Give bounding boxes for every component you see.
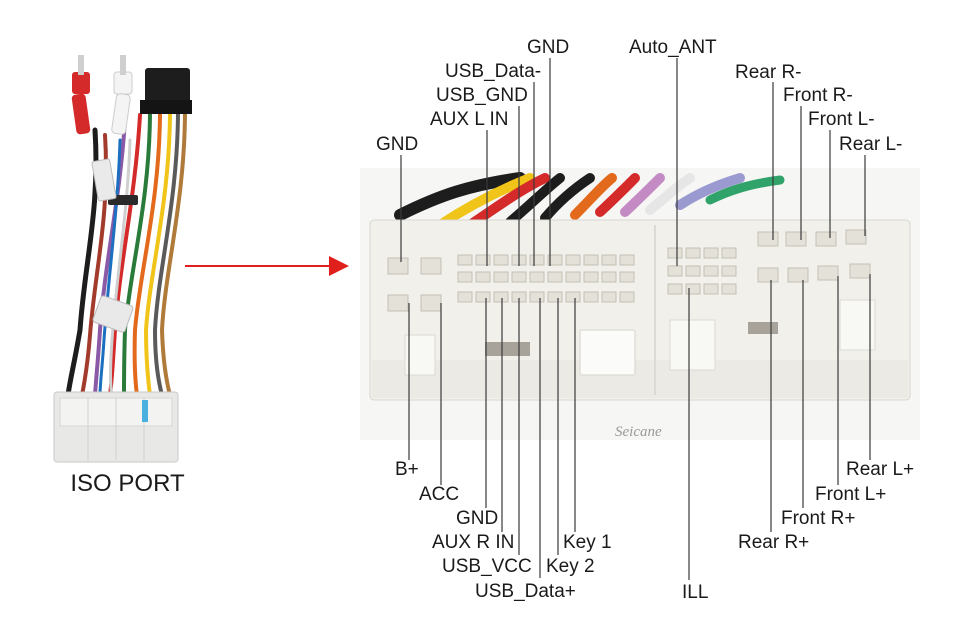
label-ill: ILL xyxy=(682,582,709,603)
iso-port-caption: ISO PORT xyxy=(70,470,185,497)
rca-plug-red xyxy=(71,55,91,135)
label-b-plus: B+ xyxy=(395,459,419,480)
label-gnd-top: GND xyxy=(527,37,570,58)
top-harness-connector xyxy=(140,68,192,114)
connector-pins-right xyxy=(667,229,871,295)
label-usb-data-plus: USB_Data+ xyxy=(475,581,576,602)
connector-wires xyxy=(394,172,785,230)
brand-watermark: Seicane xyxy=(615,424,662,440)
leader-lines xyxy=(400,58,871,580)
iso-harness-illustration xyxy=(53,55,192,463)
label-rear-r-plus: Rear R+ xyxy=(738,532,810,553)
label-rear-l-minus: Rear L- xyxy=(839,134,903,155)
label-front-r-minus: Front R- xyxy=(783,85,853,106)
label-usb-data-minus: USB_Data- xyxy=(445,61,542,82)
label-gnd-left: GND xyxy=(376,134,419,155)
rca-plug-white xyxy=(111,55,133,135)
label-auto-ant: Auto_ANT xyxy=(629,37,717,58)
label-front-l-plus: Front L+ xyxy=(815,484,887,505)
label-rear-r-minus: Rear R- xyxy=(735,62,802,83)
label-key-1: Key 1 xyxy=(563,532,612,553)
label-key-2: Key 2 xyxy=(546,556,595,577)
iso-connector-plug xyxy=(53,391,179,463)
label-usb-gnd: USB_GND xyxy=(436,85,528,106)
label-front-l-minus: Front L- xyxy=(808,109,875,130)
label-aux-r-in: AUX R IN xyxy=(432,532,515,553)
connector-pins-left xyxy=(387,254,635,312)
label-acc: ACC xyxy=(419,484,460,505)
label-rear-l-plus: Rear L+ xyxy=(846,459,915,480)
label-aux-l-in: AUX L IN xyxy=(430,109,509,130)
connector-housing xyxy=(369,219,911,401)
harness-wires xyxy=(65,108,187,398)
label-gnd-bottom: GND xyxy=(456,508,499,529)
label-front-r-plus: Front R+ xyxy=(781,508,856,529)
label-usb-vcc: USB_VCC xyxy=(442,556,532,577)
connector-closeup xyxy=(360,168,920,440)
